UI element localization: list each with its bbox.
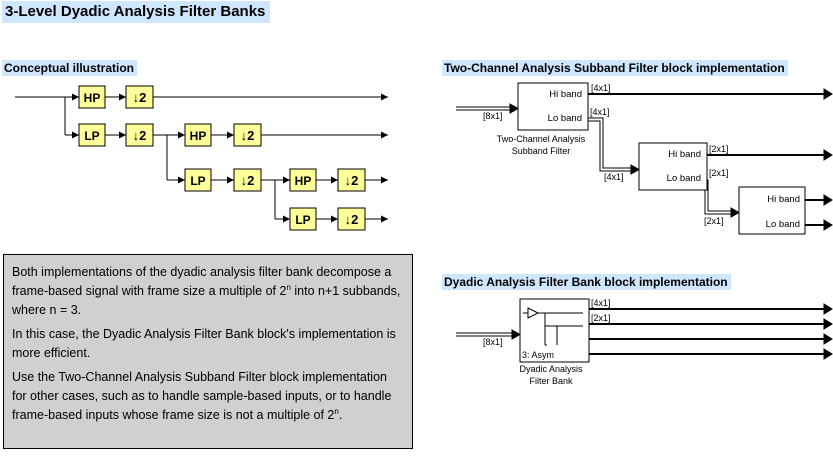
hp-label: HP — [295, 174, 312, 188]
stage2-hi-dim: [2x1] — [709, 144, 729, 154]
filter-tree-icon — [523, 307, 583, 346]
dyadic-input-dim: [8x1] — [483, 337, 503, 347]
downsample-block-level2-lo: ↓2 — [233, 168, 262, 192]
lp-label: LP — [84, 129, 99, 143]
two-channel-input-dim: [8x1] — [483, 111, 503, 121]
stage3-in-dim: [2x1] — [704, 216, 724, 226]
downsample-block-level1-hi: ↓2 — [125, 85, 154, 109]
conceptual-illustration — [15, 93, 388, 223]
downsample-label: ↓2 — [241, 128, 255, 143]
lo-band-port-label: Lo band — [548, 113, 582, 124]
lo-band-port-label: Lo band — [667, 173, 701, 184]
lp-filter-block-level2: LP — [184, 168, 212, 192]
stage2-in-dim: [4x1] — [604, 172, 624, 182]
downsample-label: ↓2 — [133, 90, 147, 105]
two-channel-block-name-line2: Subband Filter — [512, 146, 571, 156]
hp-filter-block-level2: HP — [184, 123, 212, 147]
hp-filter-block-level1: HP — [78, 85, 106, 109]
hp-label: HP — [84, 91, 101, 105]
stage2-lo-dim: [2x1] — [709, 168, 729, 178]
lp-label: LP — [295, 213, 310, 227]
section-conceptual-heading: Conceptual illustration — [2, 60, 138, 76]
note-paragraph-2: In this case, the Dyadic Analysis Filter… — [12, 327, 396, 360]
dyadic-signal-lines — [456, 303, 833, 360]
downsample-label: ↓2 — [133, 128, 147, 143]
dyadic-block-name-line1: Dyadic Analysis — [519, 364, 583, 374]
downsample-block-level3-hi: ↓2 — [337, 168, 366, 192]
dyadic-out-dim-4x1: [4x1] — [591, 298, 611, 308]
two-channel-filter-block-stage1[interactable]: Hi band Lo band — [517, 82, 589, 131]
stage1-lo-dim: [4x1] — [590, 107, 610, 117]
downsample-block-level1-lo: ↓2 — [125, 123, 154, 147]
downsample-label: ↓2 — [345, 212, 359, 227]
hi-band-port-label: Hi band — [767, 194, 800, 205]
explanation-note: Both implementations of the dyadic analy… — [3, 254, 413, 449]
dyadic-filter-bank-block[interactable]: 3: Asym — [519, 298, 590, 363]
note-paragraph-1: Both implementations of the dyadic analy… — [12, 265, 401, 317]
downsample-block-level2-hi: ↓2 — [233, 123, 262, 147]
lo-band-port-label: Lo band — [766, 219, 800, 230]
note-paragraph-3: Use the Two-Channel Analysis Subband Fil… — [12, 370, 392, 422]
section-two-channel-heading: Two-Channel Analysis Subband Filter bloc… — [442, 60, 788, 76]
dyadic-block-name-line2: Filter Bank — [529, 376, 573, 386]
lp-label: LP — [190, 174, 205, 188]
downsample-label: ↓2 — [241, 173, 255, 188]
lp-filter-block-level1: LP — [78, 123, 106, 147]
dyadic-block-label: 3: Asym — [522, 350, 554, 360]
two-channel-signal-lines — [456, 88, 833, 231]
downsample-label: ↓2 — [345, 173, 359, 188]
hp-label: HP — [190, 129, 207, 143]
hp-filter-block-level3: HP — [289, 168, 317, 192]
two-channel-filter-block-stage2[interactable]: Hi band Lo band — [638, 142, 708, 191]
hi-band-port-label: Hi band — [549, 89, 582, 100]
lp-filter-block-level3: LP — [289, 207, 317, 231]
hi-band-port-label: Hi band — [668, 149, 701, 160]
dyadic-out-dim-2x1: [2x1] — [591, 313, 611, 323]
two-channel-filter-block-stage3[interactable]: Hi band Lo band — [738, 186, 806, 235]
downsample-block-level3-lo: ↓2 — [337, 207, 366, 231]
two-channel-block-name-line1: Two-Channel Analysis — [497, 134, 586, 144]
section-dyadic-heading: Dyadic Analysis Filter Bank block implem… — [442, 274, 731, 290]
page-title: 3-Level Dyadic Analysis Filter Banks — [2, 1, 271, 23]
stage1-hi-dim: [4x1] — [591, 83, 611, 93]
